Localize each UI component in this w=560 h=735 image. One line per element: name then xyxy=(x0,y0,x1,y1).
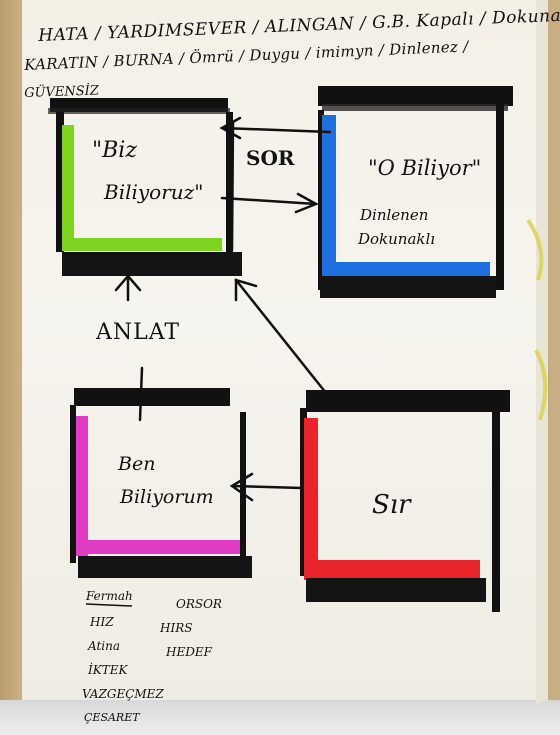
note-3: Atina xyxy=(88,639,120,653)
box-top-left-bottom-bar xyxy=(62,252,242,276)
label-ask: SOR xyxy=(246,146,295,170)
header-line-3: GÜVENSİZ xyxy=(23,83,100,101)
wall-left xyxy=(0,0,26,735)
box-top-left-line1: "Biz xyxy=(92,138,137,163)
box-top-right xyxy=(318,86,513,298)
box-bottom-right-line1: Sır xyxy=(372,490,411,520)
note-7: ORSOR xyxy=(176,597,222,611)
box-top-right-line2: Dinlenen xyxy=(360,206,429,224)
box-top-right-blue-left xyxy=(322,115,336,275)
arrow-bottom xyxy=(230,484,304,490)
note-1: Fermah xyxy=(86,589,133,603)
box-top-right-line1: "O Biliyor" xyxy=(368,156,482,180)
arrow-diagonal xyxy=(234,278,332,400)
note-2: HIZ xyxy=(90,615,114,629)
box-bottom-left-bottom-bar xyxy=(78,556,252,578)
arrow-top xyxy=(220,126,332,134)
box-bottom-right-bottom-bar xyxy=(306,578,486,602)
note-4: İKTEK xyxy=(88,663,128,677)
box-bottom-left-line2: Biliyorum xyxy=(120,486,214,508)
paper-fold xyxy=(536,0,548,705)
yellow-marks xyxy=(526,218,548,421)
box-bottom-left-magenta-left xyxy=(76,416,88,556)
note-8: HIRS xyxy=(160,621,193,635)
note-5: VAZGEÇMEZ xyxy=(82,687,164,701)
box-top-right-top-bar xyxy=(318,86,513,106)
box-top-right-line3: Dokunaklı xyxy=(358,230,436,248)
box-bottom-right xyxy=(300,390,510,612)
label-tell: ANLAT xyxy=(96,320,181,345)
arrow-middle xyxy=(220,196,318,206)
box-top-left-right-edge xyxy=(226,112,233,252)
box-top-right-blue-bottom xyxy=(322,262,490,276)
box-bottom-left-top-bar xyxy=(74,388,230,406)
note-6: ÇESARET xyxy=(84,711,140,724)
box-top-left-green-left xyxy=(62,125,74,247)
box-bottom-left-line1: Ben xyxy=(118,453,156,475)
box-top-right-bottom-bar xyxy=(320,276,496,298)
box-top-left-line2: Biliyoruz" xyxy=(104,180,204,204)
box-top-left xyxy=(48,98,242,276)
note-9: HEDEF xyxy=(166,645,212,659)
floor-strip xyxy=(0,700,560,735)
box-top-left-left-edge xyxy=(56,112,64,252)
box-bottom-right-red-left xyxy=(304,418,318,568)
box-bottom-right-red-bottom xyxy=(304,560,480,580)
arrows xyxy=(114,116,332,502)
box-bottom-left-magenta-bottom xyxy=(76,540,240,554)
box-top-left-green-bottom xyxy=(62,238,222,251)
box-bottom-left xyxy=(70,388,252,578)
box-bottom-right-top-bar xyxy=(306,390,510,412)
